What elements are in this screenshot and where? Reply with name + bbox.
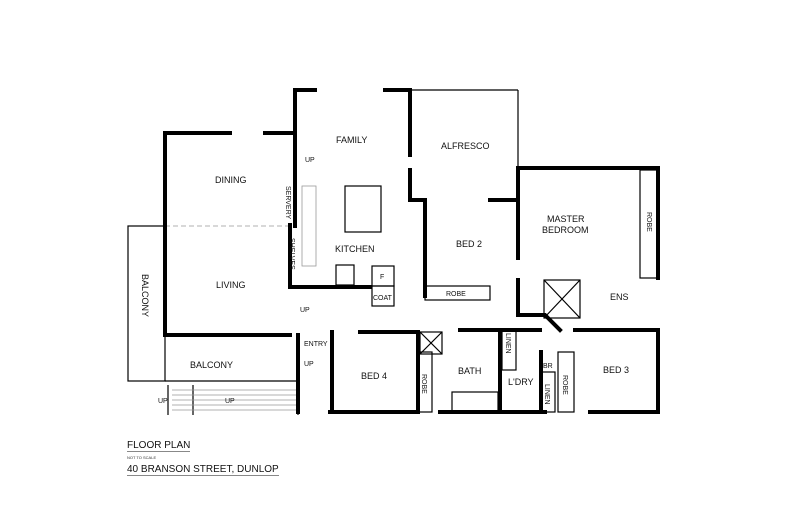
label-linen2: LINEN [543,384,550,405]
label-robe-master: ROBE [645,212,652,232]
address: 40 BRANSON STREET, DUNLOP [127,464,279,476]
label-coat: COAT [373,295,393,302]
label-bed3: BED 3 [603,365,629,375]
label-up-3: UP [304,361,314,368]
label-shelves: SHELVES [288,238,295,270]
label-master-2: BEDROOM [542,225,589,235]
label-family: FAMILY [336,135,367,145]
label-up-2: UP [300,307,310,314]
label-master-1: MASTER [547,214,585,224]
label-alfresco: ALFRESCO [441,141,490,151]
plan-heading: FLOOR PLAN [127,440,191,452]
label-robe-bed2: ROBE [446,291,466,298]
label-bath: BATH [458,366,481,376]
walls [163,88,660,414]
label-up-5: UP [225,398,235,405]
label-linen1: LINEN [504,333,511,354]
label-up-4: UP [158,398,168,405]
label-robe-bed3: ROBE [561,375,568,395]
label-entry: ENTRY [304,341,328,348]
label-bed4: BED 4 [361,371,387,381]
label-dining: DINING [215,175,247,185]
label-living: LIVING [216,280,246,290]
label-fridge: F [380,274,384,281]
scale-note: NOT TO SCALE [127,455,157,460]
label-br: BR [543,363,553,370]
room-labels: FAMILY ALFRESCO DINING KITCHEN SERVERY S… [140,135,652,405]
label-robe-bed4: ROBE [420,374,427,394]
label-servery: SERVERY [284,186,291,220]
label-up-1: UP [305,157,315,164]
label-bed2: BED 2 [456,239,482,249]
label-laundry: L'DRY [508,377,534,387]
label-balcony-side: BALCONY [140,274,150,317]
label-ens: ENS [610,292,629,302]
label-kitchen: KITCHEN [335,244,375,254]
label-balcony-front: BALCONY [190,360,233,370]
